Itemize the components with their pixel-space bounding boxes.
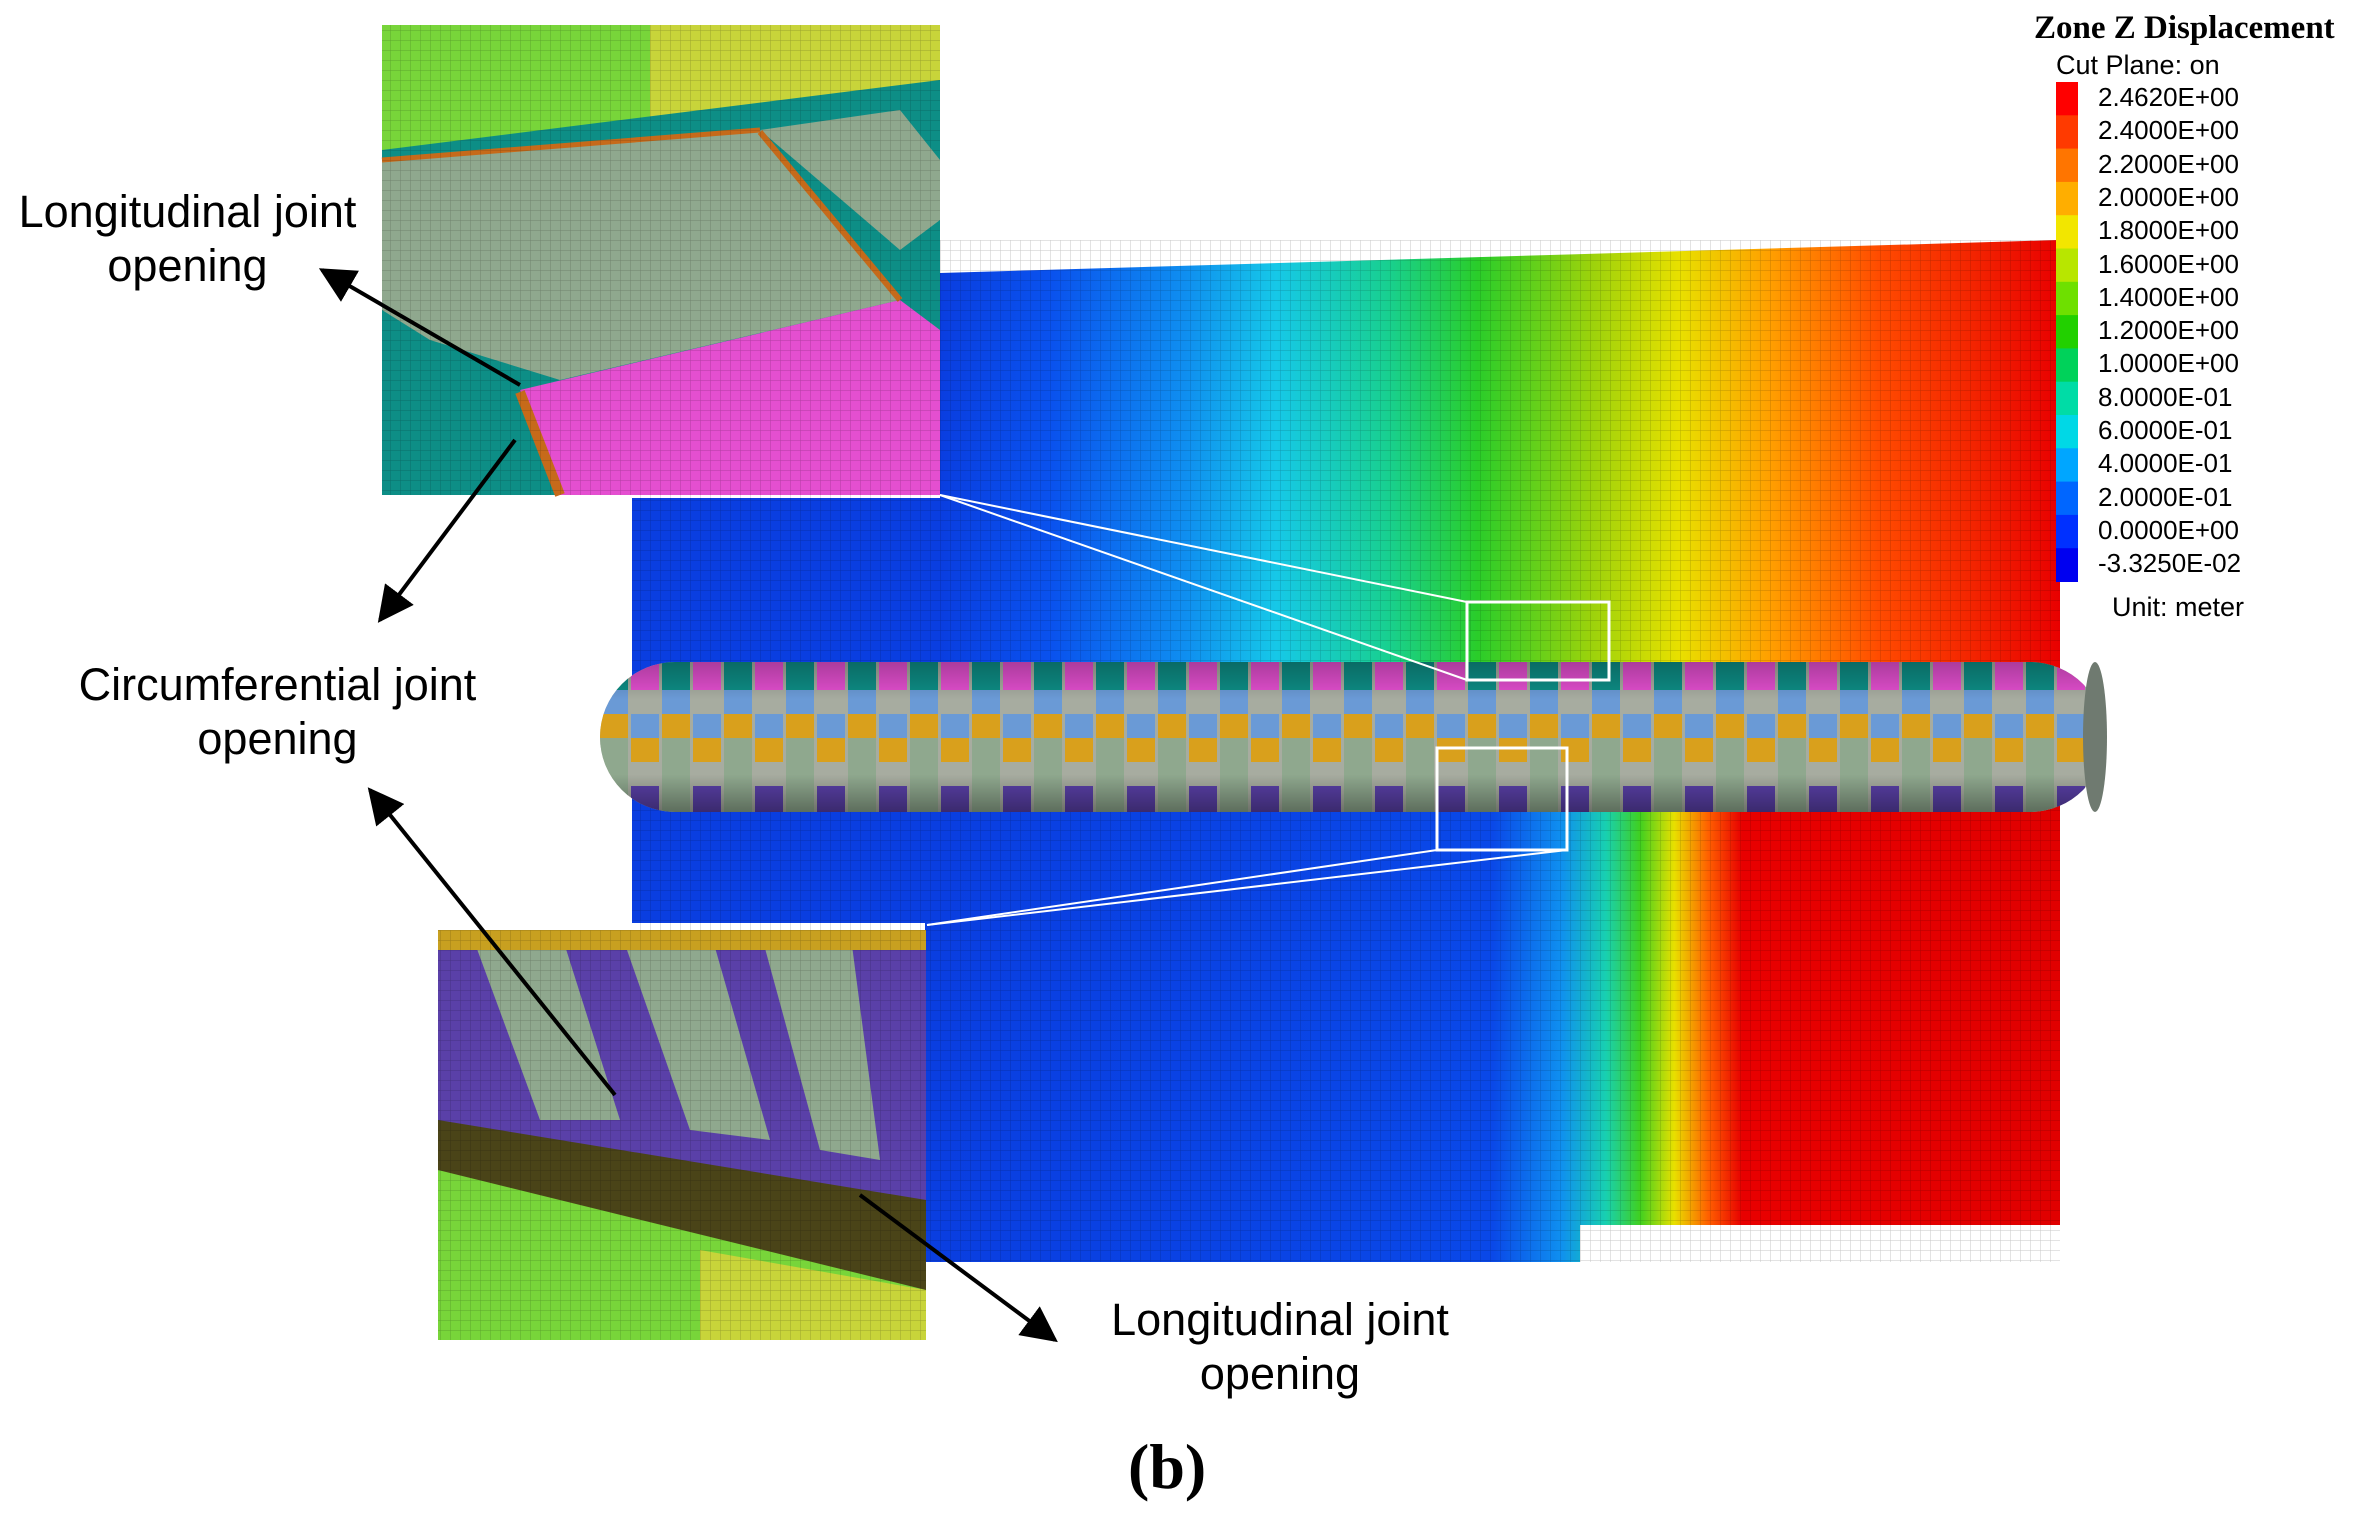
legend-tick-label: 1.6000E+00 [2098,248,2239,279]
legend-tick-label: 4.0000E-01 [2098,448,2233,479]
legend-unit: Unit: meter [2112,592,2245,622]
legend-swatch [2056,82,2078,116]
legend-swatch [2056,415,2078,449]
zoom-line-lower-a [926,849,1438,926]
legend-tick-label: 2.4620E+00 [2098,82,2239,112]
legend-swatch [2056,181,2078,216]
label-line-1: Circumferential joint [78,659,477,710]
legend-swatch [2056,315,2078,349]
legend-tick-label: 2.0000E+00 [2098,181,2239,212]
label-line-1: Longitudinal joint [18,186,357,237]
legend-tick-label: 1.0000E+00 [2098,348,2239,379]
legend-tick-label: 1.8000E+00 [2098,215,2239,246]
label-line-2: opening [197,713,358,764]
legend-swatch [2056,215,2078,249]
label-longitudinal-joint-bottom: Longitudinal joint opening [1085,1293,1475,1401]
legend-tick-label: 2.2000E+00 [2098,148,2239,179]
legend-swatch [2056,348,2078,383]
zoom-line-lower-b [926,849,1568,926]
legend-tick-label: 1.4000E+00 [2098,281,2239,312]
legend-tick-label: -3.3250E-02 [2098,548,2242,579]
legend-title: Zone Z Displacement [2034,10,2335,46]
figure-caption: (b) [1128,1431,1207,1502]
legend-swatch [2056,481,2078,516]
legend-tick-label: 2.4000E+00 [2098,115,2239,146]
label-circumferential-joint: Circumferential joint opening [40,658,515,766]
legend-swatch [2056,381,2078,416]
zoom-line-upper-b [939,494,1468,681]
inset-lower [438,930,926,1340]
legend-swatch [2056,448,2078,483]
arrow-circumferential-lower [367,787,617,1097]
zoom-box-upper [1465,600,1611,682]
zoom-line-upper-a [939,494,1468,603]
label-line-2: opening [1199,1348,1361,1399]
arrow-circumferential [377,438,517,623]
legend-swatch [2056,148,2078,183]
legend-swatch [2056,514,2078,549]
legend-tick-label: 2.0000E-01 [2098,481,2233,512]
legend-tick-label: 0.0000E+00 [2098,514,2239,545]
arrow-bottom [858,1193,1058,1343]
legend-swatch [2056,248,2078,283]
legend-tick-label: 6.0000E-01 [2098,415,2233,445]
arrow-top-left [318,268,522,387]
legend-swatch [2056,115,2078,150]
tunnel-lining [600,662,2105,812]
legend-color-bar [2056,82,2078,582]
legend-tick-label: 8.0000E-01 [2098,381,2233,412]
label-longitudinal-joint-top: Longitudinal joint opening [0,185,375,293]
legend-cut-plane: Cut Plane: on [2056,50,2220,80]
zoom-box-lower [1435,746,1569,852]
inset-upper [381,25,940,497]
label-line-1: Longitudinal joint [1111,1294,1449,1345]
label-line-2: opening [107,240,268,291]
tunnel-end-face [2083,662,2107,812]
legend-swatch [2056,281,2078,316]
legend-swatch [2056,548,2078,582]
legend-tick-label: 1.2000E+00 [2098,315,2239,346]
